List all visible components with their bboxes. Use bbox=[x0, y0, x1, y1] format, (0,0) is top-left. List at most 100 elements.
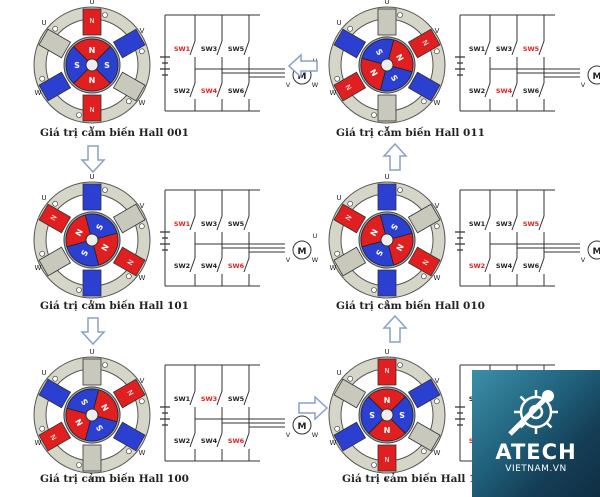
battery-icon bbox=[455, 406, 465, 426]
stator-tooth: N bbox=[112, 378, 146, 409]
coil-terminal bbox=[39, 425, 45, 432]
rotor-magnet bbox=[91, 232, 119, 266]
coil-terminal bbox=[126, 98, 132, 105]
phase-label-v: V bbox=[140, 27, 145, 35]
stator-tooth bbox=[38, 246, 72, 277]
coil-terminal bbox=[421, 448, 427, 455]
switch-blade bbox=[243, 257, 250, 273]
coil-terminal bbox=[76, 287, 82, 293]
stator-tooth bbox=[333, 246, 367, 277]
rotor-magnet bbox=[379, 213, 413, 241]
motor-symbol-label: M bbox=[593, 72, 600, 82]
switch-blade bbox=[216, 82, 223, 98]
switch-label-sw3: SW3 bbox=[201, 395, 217, 403]
rotor-pole-label: S bbox=[374, 248, 385, 258]
phase-output-wire bbox=[195, 68, 285, 78]
rotor-shaft bbox=[380, 233, 394, 247]
rotor-magnet bbox=[65, 407, 93, 441]
phase-label-w: W bbox=[35, 439, 42, 447]
stator-tooth: N bbox=[82, 8, 108, 36]
hall-caption-100: Giá trị cảm biến Hall 100 bbox=[40, 473, 189, 485]
rotor-magnet bbox=[368, 388, 406, 416]
stator-tooth bbox=[76, 269, 102, 297]
switch-label-sw6: SW6 bbox=[228, 437, 245, 445]
rotor-pole-label: S bbox=[74, 61, 80, 70]
phase-output-wire bbox=[490, 68, 580, 78]
switch-blade bbox=[484, 40, 491, 56]
rotor-magnet bbox=[386, 396, 414, 434]
switch-label-sw5: SW5 bbox=[228, 45, 245, 53]
stator-tooth bbox=[82, 183, 108, 211]
rotor-shaft bbox=[85, 58, 99, 72]
coil-terminal bbox=[371, 287, 377, 293]
phase-output-wire bbox=[195, 243, 285, 253]
rotor-pole-label: S bbox=[369, 410, 375, 419]
phase-label-w: W bbox=[434, 99, 441, 107]
rotor-pole-label: N bbox=[368, 68, 379, 78]
stator-coil bbox=[333, 246, 367, 277]
stator-teeth: NN bbox=[38, 8, 146, 122]
stator-coil bbox=[82, 8, 102, 36]
phase-label-v: V bbox=[90, 475, 95, 483]
coil-terminal bbox=[52, 200, 58, 207]
switch-label-sw6: SW6 bbox=[228, 87, 245, 95]
coil-terminal bbox=[334, 425, 340, 432]
phase-label-v: V bbox=[90, 300, 95, 308]
stator-coil bbox=[377, 183, 397, 211]
coil-terminal bbox=[139, 48, 145, 55]
coil-pole-label: N bbox=[344, 214, 354, 223]
switch-blade bbox=[484, 82, 491, 98]
coil-pole-label: N bbox=[125, 258, 135, 267]
rotor-magnet bbox=[84, 414, 118, 442]
hall-caption-001: Giá trị cảm biến Hall 001 bbox=[40, 127, 189, 139]
rotor-magnet bbox=[65, 214, 93, 248]
rotor-magnet bbox=[360, 57, 388, 91]
stator-coil bbox=[407, 28, 441, 59]
motor-terminal-w: W bbox=[312, 431, 319, 439]
switch-blade bbox=[511, 40, 518, 56]
rotor-shaft bbox=[380, 58, 394, 72]
motor-terminal-v: V bbox=[581, 81, 586, 89]
stator-tooth bbox=[377, 8, 403, 36]
switch-label-sw3: SW3 bbox=[201, 220, 217, 228]
rotor-pole-label: S bbox=[374, 48, 385, 58]
dc-rail bbox=[459, 14, 555, 112]
stator-coil bbox=[407, 421, 441, 452]
rotor-magnet bbox=[386, 232, 414, 266]
switch-label-sw1: SW1 bbox=[469, 45, 486, 53]
switch-label-sw3: SW3 bbox=[201, 45, 217, 53]
stator-tooth bbox=[377, 183, 403, 211]
stator-tooth bbox=[333, 25, 367, 59]
battery-icon bbox=[455, 56, 465, 76]
switch-label-sw5: SW5 bbox=[228, 220, 245, 228]
phase-label-u: U bbox=[41, 369, 46, 377]
phase-output-wire bbox=[195, 418, 285, 428]
switch-blade bbox=[216, 257, 223, 273]
rotor-pole-label: S bbox=[95, 222, 106, 232]
stator-tooth: N bbox=[38, 200, 72, 234]
coil-terminal bbox=[39, 75, 45, 82]
coil-terminal bbox=[397, 187, 403, 193]
stator-coil bbox=[38, 421, 72, 452]
phase-label-u: U bbox=[41, 19, 46, 27]
stator-coil bbox=[38, 378, 72, 409]
phase-label-u: U bbox=[384, 348, 389, 356]
gear-wrench-icon bbox=[508, 390, 558, 436]
coil-pole-label: N bbox=[89, 17, 94, 25]
switch-blade bbox=[484, 215, 491, 231]
switch-blade bbox=[538, 257, 545, 273]
motor-symbol bbox=[587, 65, 600, 85]
switch-blade bbox=[216, 390, 223, 406]
motor-symbol-label: M bbox=[298, 247, 307, 257]
coil-pole-label: N bbox=[420, 39, 430, 48]
switch-label-sw4: SW4 bbox=[201, 437, 218, 445]
rotor-shaft bbox=[380, 408, 394, 422]
